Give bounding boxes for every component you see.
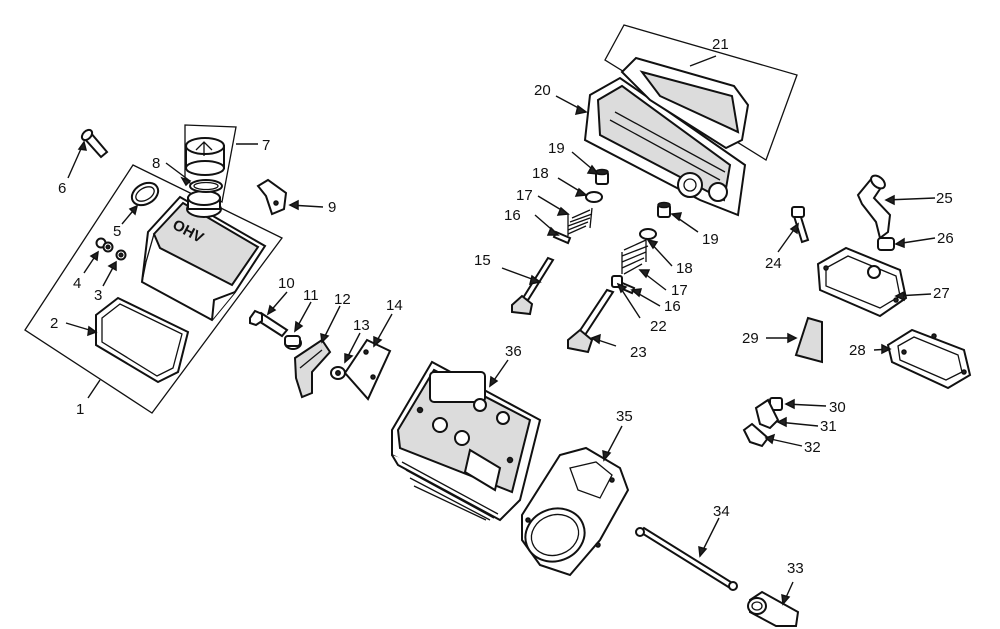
part-label-17a: 17 — [516, 187, 533, 204]
part-label-6: 6 — [58, 180, 66, 197]
part-label-26: 26 — [937, 230, 954, 247]
part-label-8: 8 — [152, 155, 160, 172]
valve-tappet — [747, 590, 800, 627]
adjust-nut — [754, 398, 780, 430]
part-label-23: 23 — [630, 344, 647, 361]
cover-bolt — [95, 237, 114, 253]
valve-cover-plate — [816, 246, 908, 318]
part-label-21: 21 — [712, 36, 729, 53]
breather-assembly — [583, 76, 747, 217]
valve-spring-1 — [567, 207, 593, 236]
spring-retainer-1 — [585, 191, 603, 203]
oil-fill-cap — [185, 137, 225, 176]
part-label-19a: 19 — [548, 140, 565, 157]
part-label-15: 15 — [474, 252, 491, 269]
part-label-34: 34 — [713, 503, 730, 520]
part-label-29: 29 — [742, 330, 759, 347]
adjust-arm — [742, 422, 770, 448]
part-label-12: 12 — [334, 291, 351, 308]
valve-cover-gasket — [95, 296, 190, 384]
rocker-bolt — [249, 309, 289, 338]
part-label-28: 28 — [849, 342, 866, 359]
oring — [130, 181, 160, 207]
part-label-11: 11 — [303, 287, 319, 304]
clip-bracket — [256, 178, 288, 216]
spring-retainer-2 — [639, 228, 657, 240]
group-box-1 — [24, 164, 283, 414]
part-label-20: 20 — [534, 82, 551, 99]
part-label-36: 36 — [505, 343, 522, 360]
intake-valve — [511, 256, 555, 316]
breather-cover — [620, 56, 750, 150]
part-label-1: 1 — [76, 401, 84, 418]
breather-screw — [791, 206, 810, 244]
head-gasket — [521, 446, 630, 577]
rocker-pivot — [284, 335, 302, 350]
part-label-16b: 16 — [664, 298, 681, 315]
cylinder-head — [391, 360, 542, 522]
breather-tube — [856, 174, 892, 240]
cap-gasket — [189, 179, 223, 193]
part-label-7: 7 — [262, 137, 270, 154]
valve-cover: OHV — [140, 190, 267, 322]
valve-cap-2 — [657, 201, 671, 218]
part-label-31: 31 — [820, 418, 837, 435]
rocker-arm — [293, 338, 332, 399]
part-label-25: 25 — [936, 190, 953, 207]
push-rod — [635, 526, 738, 591]
exhaust-valve — [567, 288, 615, 354]
screw — [80, 128, 109, 159]
part-labels: 1 2 3 4 5 6 7 8 9 10 11 12 13 14 15 16 1… — [50, 36, 954, 577]
part-label-5: 5 — [113, 223, 121, 240]
part-label-17b: 17 — [671, 282, 688, 299]
part-label-24: 24 — [765, 255, 782, 272]
part-label-16a: 16 — [504, 207, 521, 224]
part-label-18a: 18 — [532, 165, 549, 182]
part-label-22: 22 — [650, 318, 667, 335]
part-label-30: 30 — [829, 399, 846, 416]
part-label-18b: 18 — [676, 260, 693, 277]
part-label-14: 14 — [386, 297, 403, 314]
part-label-3: 3 — [94, 287, 102, 304]
part-label-35: 35 — [616, 408, 633, 425]
part-label-32: 32 — [804, 439, 821, 456]
part-label-2: 2 — [50, 315, 58, 332]
part-label-4: 4 — [73, 275, 81, 292]
cover-nut — [115, 249, 127, 261]
breather-gasket — [886, 328, 972, 390]
reed-plate — [794, 316, 823, 364]
part-label-27: 27 — [933, 285, 950, 302]
leader-lines — [65, 55, 936, 606]
part-label-9: 9 — [328, 199, 336, 216]
rocker-plate — [343, 338, 392, 401]
valve-cap-1 — [595, 168, 609, 185]
part-label-33: 33 — [787, 560, 804, 577]
part-label-10: 10 — [278, 275, 295, 292]
valve-spring-2 — [621, 238, 649, 275]
tube-clamp — [877, 237, 895, 251]
part-label-19b: 19 — [702, 231, 719, 248]
group-box-21 — [604, 24, 798, 161]
part-label-13: 13 — [353, 317, 370, 334]
